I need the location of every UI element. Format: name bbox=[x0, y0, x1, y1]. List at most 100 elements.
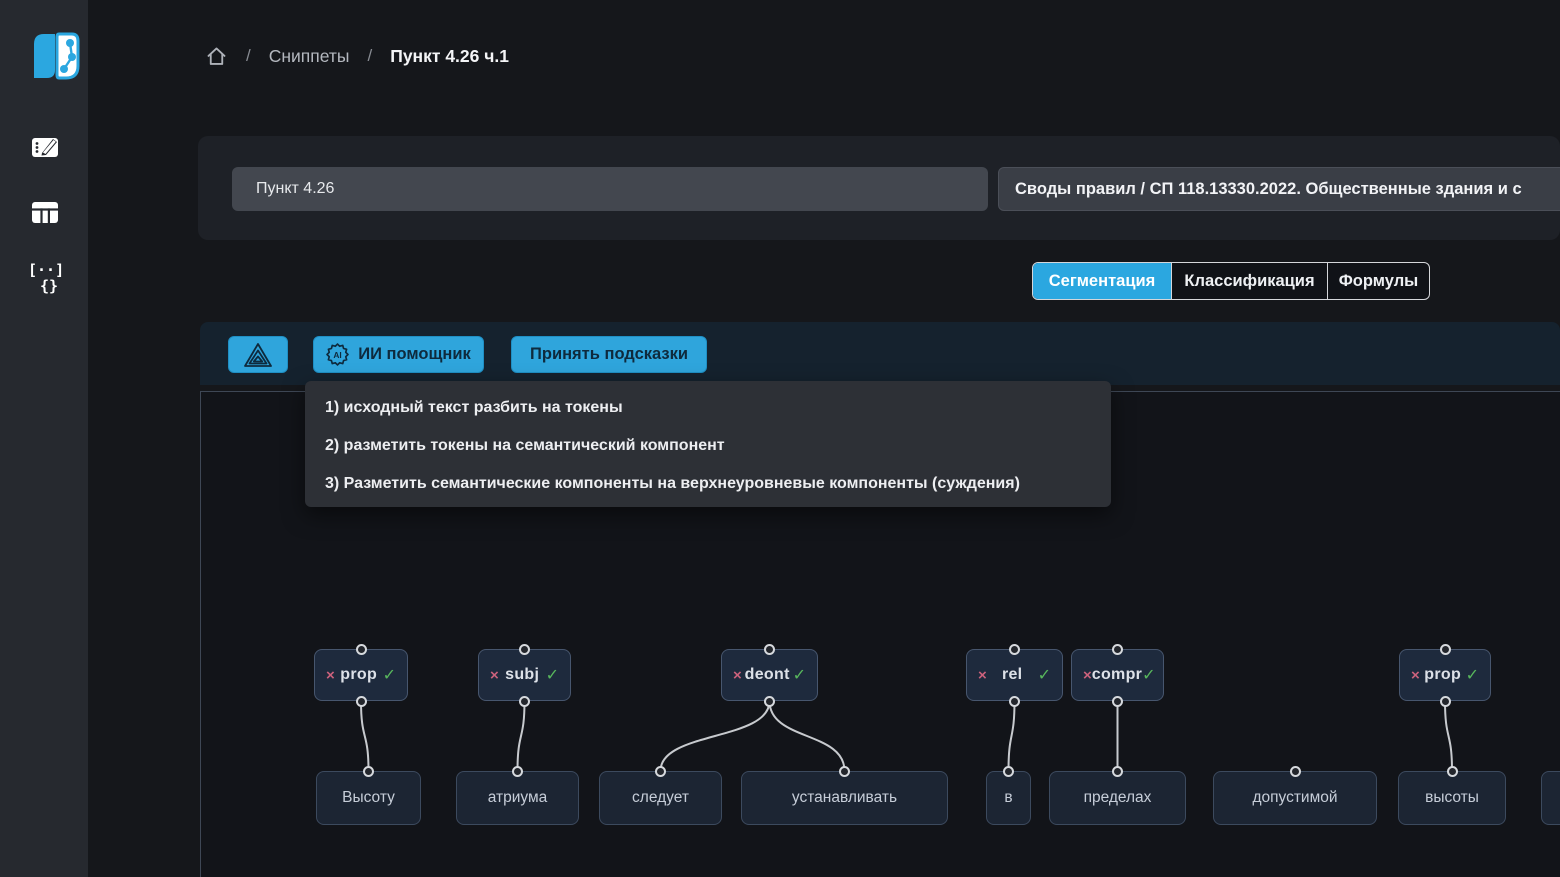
tag-node-deont[interactable]: ×deont✓ bbox=[721, 649, 818, 701]
svg-text:{}: {} bbox=[40, 277, 58, 295]
connection-port[interactable] bbox=[1112, 765, 1123, 777]
graph-toolbar: AI ИИ помощник Принять подсказки bbox=[200, 322, 1560, 385]
token-node-высоты[interactable]: высоты bbox=[1398, 771, 1506, 825]
token-node-в[interactable]: в bbox=[986, 771, 1031, 825]
breadcrumb-snippets[interactable]: Сниппеты bbox=[268, 45, 350, 66]
app-logo[interactable] bbox=[26, 26, 86, 86]
connection-port[interactable] bbox=[1112, 643, 1123, 655]
sidebar-item-structures[interactable]: [··] {} bbox=[26, 258, 64, 296]
home-icon[interactable] bbox=[205, 45, 228, 68]
tab-segmentation[interactable]: Сегментация bbox=[1033, 263, 1171, 299]
ai-hint-item: 2) разметить токены на семантический ком… bbox=[325, 437, 725, 454]
tag-node-prop[interactable]: ×prop✓ bbox=[1399, 649, 1491, 701]
sidebar: [··] {} bbox=[0, 0, 88, 877]
document-ref-input[interactable] bbox=[998, 167, 1560, 211]
tag-node-rel[interactable]: × rel ✓ bbox=[966, 649, 1063, 701]
ai-badge-icon: AI bbox=[326, 343, 350, 366]
table-icon bbox=[32, 202, 58, 223]
token-label: следует bbox=[632, 789, 689, 806]
remove-tag-icon[interactable]: × bbox=[490, 666, 499, 684]
connection-port[interactable] bbox=[355, 643, 367, 655]
connection-port[interactable] bbox=[764, 643, 775, 655]
nested-triangles-icon bbox=[244, 342, 272, 367]
accept-tag-icon[interactable]: ✓ bbox=[1465, 667, 1479, 684]
sidebar-item-tables[interactable] bbox=[26, 193, 64, 231]
graph-edge bbox=[1444, 700, 1453, 772]
connection-port[interactable] bbox=[1439, 695, 1451, 707]
view-tabs: Сегментация Классификация Формулы bbox=[1032, 262, 1430, 300]
breadcrumb-current: Пункт 4.26 ч.1 bbox=[390, 45, 509, 66]
breadcrumb-separator: / bbox=[367, 46, 373, 65]
snippet-title-input[interactable] bbox=[232, 167, 988, 211]
graph-edge bbox=[659, 700, 771, 772]
accept-tag-icon[interactable]: ✓ bbox=[545, 667, 559, 684]
accept-hints-button[interactable]: Принять подсказки bbox=[511, 336, 707, 373]
svg-text:[··]: [··] bbox=[28, 261, 64, 279]
ai-hint-item: 1) исходный текст разбить на токены bbox=[325, 399, 623, 416]
token-label: высоты bbox=[1425, 789, 1479, 806]
connection-port[interactable] bbox=[363, 765, 374, 777]
token-label: атриума bbox=[487, 789, 548, 806]
tag-label: subj bbox=[505, 666, 540, 683]
auto-layout-button[interactable] bbox=[228, 336, 288, 373]
connection-port[interactable] bbox=[1112, 695, 1123, 707]
graph-edge bbox=[516, 700, 526, 772]
connection-port[interactable] bbox=[655, 765, 666, 777]
ai-assistant-button[interactable]: AI ИИ помощник bbox=[313, 336, 484, 373]
remove-tag-icon[interactable]: × bbox=[978, 666, 987, 684]
tag-node-compr[interactable]: ×compr✓ bbox=[1071, 649, 1164, 701]
connection-port[interactable] bbox=[512, 765, 523, 777]
accept-tag-icon[interactable]: ✓ bbox=[1037, 667, 1051, 684]
tab-classification[interactable]: Классификация bbox=[1171, 263, 1327, 299]
graph-edge bbox=[768, 700, 846, 772]
ai-assistant-label: ИИ помощник bbox=[358, 345, 471, 363]
connection-port[interactable] bbox=[764, 695, 775, 707]
remove-tag-icon[interactable]: × bbox=[1083, 666, 1092, 684]
remove-tag-icon[interactable]: × bbox=[326, 666, 335, 684]
svg-text:AI: AI bbox=[334, 350, 342, 360]
accept-tag-icon[interactable]: ✓ bbox=[1142, 667, 1156, 684]
breadcrumb-separator: / bbox=[246, 46, 251, 65]
tag-node-subj[interactable]: × subj ✓ bbox=[478, 649, 571, 701]
token-node-устанавливать[interactable]: устанавливать bbox=[741, 771, 948, 825]
connection-port[interactable] bbox=[355, 695, 367, 707]
breadcrumb: / Сниппеты / Пункт 4.26 ч.1 bbox=[205, 42, 509, 70]
snippet-meta-panel bbox=[198, 136, 1560, 240]
tag-node-prop[interactable]: ×prop✓ bbox=[314, 649, 408, 701]
connection-port[interactable] bbox=[1439, 643, 1451, 655]
ai-hints-dropdown: 1) исходный текст разбить на токены 2) р… bbox=[305, 381, 1111, 507]
token-node-допустимой[interactable]: допустимой bbox=[1213, 771, 1377, 825]
token-node[interactable] bbox=[1541, 771, 1560, 825]
connection-port[interactable] bbox=[519, 695, 530, 707]
tag-label: deont bbox=[744, 666, 790, 683]
graph-edge bbox=[1007, 700, 1016, 772]
token-label: пределах bbox=[1083, 789, 1152, 806]
graph-edge bbox=[360, 700, 370, 772]
connection-port[interactable] bbox=[1289, 765, 1301, 777]
tab-formulas[interactable]: Формулы bbox=[1327, 263, 1429, 299]
token-label: допустимой bbox=[1252, 789, 1338, 806]
remove-tag-icon[interactable]: × bbox=[733, 666, 742, 684]
token-node-пределах[interactable]: пределах bbox=[1049, 771, 1186, 825]
accept-tag-icon[interactable]: ✓ bbox=[382, 667, 396, 684]
logo-icon bbox=[34, 32, 80, 80]
code-brackets-icon: [··] {} bbox=[28, 261, 64, 295]
tag-label: prop bbox=[1424, 666, 1462, 683]
ai-hint-item: 3) Разметить семантические компоненты на… bbox=[325, 475, 1020, 492]
connection-port[interactable] bbox=[519, 643, 530, 655]
snippet-edit-icon bbox=[32, 138, 58, 157]
sidebar-item-snippets[interactable] bbox=[26, 128, 64, 166]
connection-port[interactable] bbox=[1003, 765, 1014, 777]
token-node-следует[interactable]: следует bbox=[599, 771, 722, 825]
connection-port[interactable] bbox=[1446, 765, 1458, 777]
accept-tag-icon[interactable]: ✓ bbox=[792, 667, 806, 684]
connection-port[interactable] bbox=[1009, 643, 1020, 655]
remove-tag-icon[interactable]: × bbox=[1411, 666, 1420, 684]
tag-label: rel bbox=[1001, 666, 1023, 683]
connection-port[interactable] bbox=[1009, 695, 1020, 707]
token-node-атриума[interactable]: атриума bbox=[456, 771, 579, 825]
token-node-Высоту[interactable]: Высоту bbox=[316, 771, 421, 825]
connection-port[interactable] bbox=[839, 765, 850, 777]
token-label: в bbox=[1004, 789, 1013, 806]
token-label: Высоту bbox=[342, 789, 395, 806]
